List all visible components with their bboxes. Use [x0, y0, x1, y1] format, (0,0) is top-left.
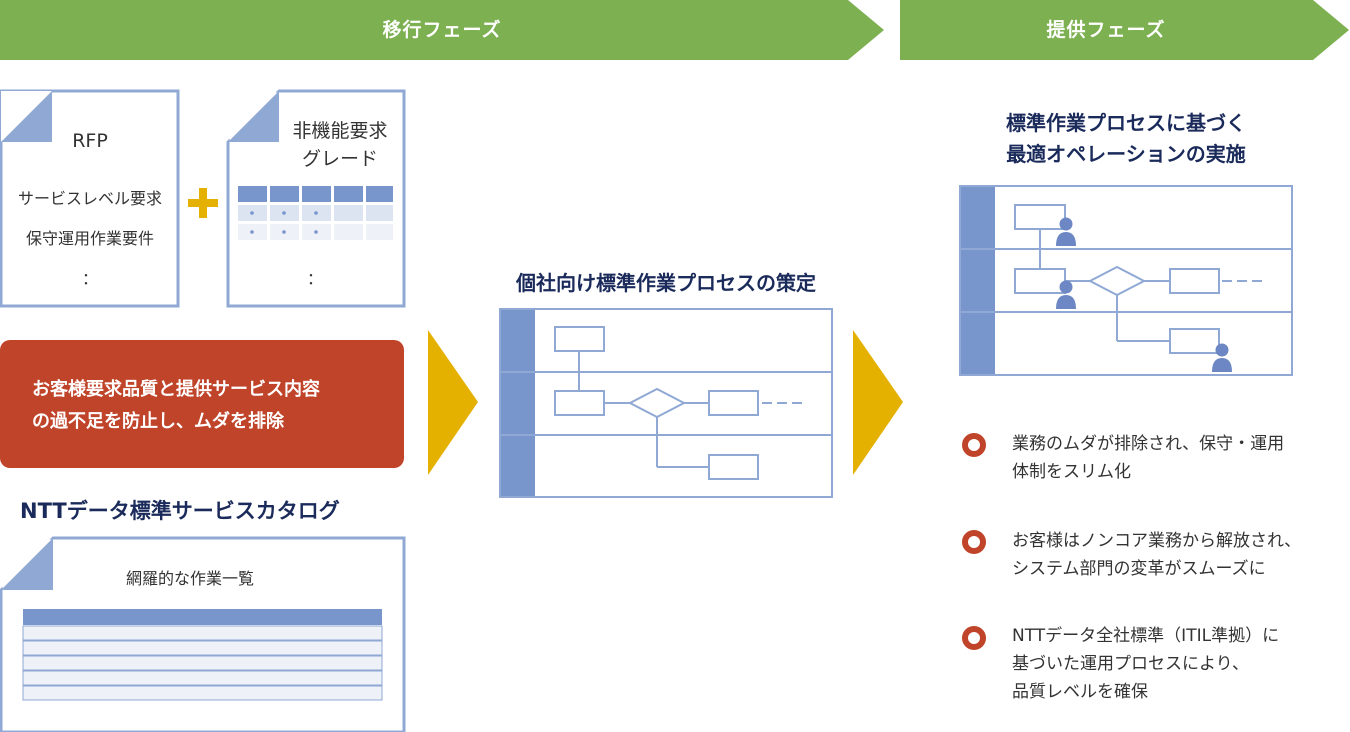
waste-elimination-box: お客様要求品質と提供サービス内容 の過不足を防止し、ムダを排除 — [0, 340, 404, 468]
bullet-ring-icon — [962, 530, 986, 554]
delivery-phase-arrow — [900, 0, 1349, 60]
right-process-diagram — [959, 185, 1293, 376]
bullet-item-2: お客様はノンコア業務から解放され、 システム部門の変革がスムーズに — [1012, 531, 1302, 579]
operator-person-icon — [1212, 343, 1232, 372]
catalog-title: NTTデータ標準サービスカタログ — [20, 499, 340, 523]
plus-icon — [188, 188, 218, 218]
right-title: 標準作業プロセスに基づく 最適オペレーションの実施 — [1006, 111, 1246, 166]
migration-phase-arrow — [0, 0, 884, 60]
operator-person-icon — [1056, 217, 1076, 246]
nonfunctional-title: 非機能要求 グレード — [292, 120, 388, 170]
delivery-phase-label: 提供フェーズ — [1046, 19, 1166, 41]
rfp-maintenance-text: 保守運用作業要件 — [25, 229, 154, 248]
nonfunctional-ellipsis: ： — [306, 269, 323, 288]
rfp-document-icon — [0, 89, 180, 308]
bullet-item-3: NTTデータ全社標準（ITIL準拠）に 基づいた運用プロセスにより、 品質レベル… — [1012, 626, 1280, 702]
migration-phase-label: 移行フェーズ — [382, 19, 502, 41]
grade-table-icon — [238, 186, 393, 240]
middle-title: 個社向け標準作業プロセスの策定 — [516, 271, 816, 295]
phase-banners — [0, 0, 1349, 60]
bullet-item-1: 業務のムダが排除され、保守・運用 体制をスリム化 — [1012, 434, 1285, 482]
bullet-ring-icon — [962, 626, 986, 650]
bullet-ring-icon — [962, 433, 986, 457]
middle-process-diagram — [499, 308, 833, 498]
flow-arrow-left — [428, 330, 478, 475]
rfp-ellipsis: ： — [81, 269, 98, 288]
nonfunctional-grade-document-icon — [226, 89, 406, 308]
flow-arrow-right — [853, 330, 903, 475]
catalog-document-icon — [0, 536, 406, 732]
catalog-table-icon — [22, 609, 383, 701]
rfp-title: RFP — [72, 130, 108, 152]
catalog-doc-text: 網羅的な作業一覧 — [125, 569, 254, 588]
operator-person-icon — [1056, 280, 1076, 309]
rfp-service-level-text: サービスレベル要求 — [17, 189, 162, 208]
